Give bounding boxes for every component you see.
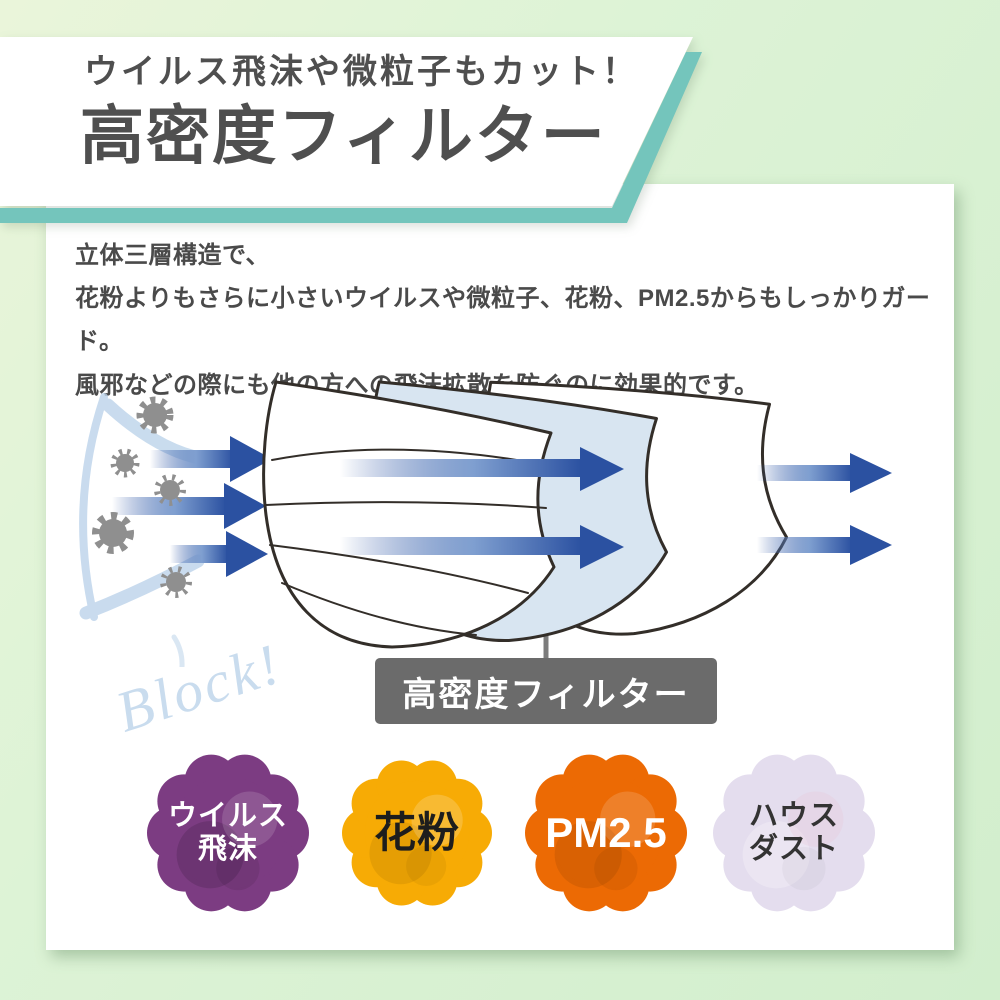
inflow-arrow-tail [150,450,234,468]
flower-badge-icon [713,754,875,912]
badge-pm25: PM2.5 [525,752,687,914]
white-header-shape [0,37,693,206]
badge-house-dust: ハウス ダスト [713,752,875,914]
filtered-arrow [580,447,624,491]
inflow-arrows [112,436,272,577]
badge-label: ハウス ダスト [748,799,839,865]
outflow-arrows [757,453,892,565]
pleat-line [269,544,529,594]
pleat-line [281,582,477,636]
header-text: ウイルス飛沫や微粒子もカット！ 高密度フィルター [80,52,639,171]
inflow-arrow-tail [112,497,226,515]
badge-label: ウイルス 飛沫 [167,799,288,865]
filtered-arrows [340,447,624,569]
badge-label: 花粉 [373,808,460,856]
outflow-arrow-tail [757,465,852,481]
inflow-arrow [230,436,272,482]
filtered-arrow-tail [340,459,582,477]
description-line-1: 立体三層構造で、 [75,242,271,269]
inflow-arrow [224,483,266,529]
pleat-line [271,448,547,466]
page-title: 高密度フィルター [80,99,607,172]
flower-badge-icon [342,760,492,906]
content-card: 立体三層構造で、 花粉よりもさらに小さいウイルスや微粒子、花粉、PM2.5からも… [46,184,954,950]
filtered-arrow [580,525,624,569]
mask-pleat-lines [265,448,547,636]
virus-particle-icon [136,396,174,434]
badge-label: PM2.5 [545,808,667,856]
virus-particle-icon [110,448,140,478]
outflow-arrow [850,525,892,565]
inflow-arrow-tail [170,545,228,563]
mask-illustration [79,355,892,667]
outflow-arrow [850,453,892,493]
badge-virus-droplets: ウイルス 飛沫 [147,752,309,914]
header-band [0,37,702,223]
virus-particle-icon [160,566,192,598]
virus-particle-icons [92,396,192,598]
description-line-2: 花粉よりもさらに小さいウイルスや微粒子、花粉、PM2.5からもしっかりガード。 [75,285,931,356]
teal-accent-stripe [0,52,702,223]
header-subtitle: ウイルス飛沫や微粒子もカット！ [84,53,639,91]
filter-label: 高密度フィルター [375,658,717,724]
outflow-arrow-tail [757,537,852,553]
inflow-arrow [226,531,268,577]
filtered-arrow-tail [340,537,582,555]
pleat-line [265,501,547,509]
badge-pollen: 花粉 [342,758,492,908]
virus-particle-icon [92,512,134,554]
virus-particle-icon [154,474,186,506]
flower-badge-icon [525,754,687,912]
flower-badge-icon [147,754,309,912]
